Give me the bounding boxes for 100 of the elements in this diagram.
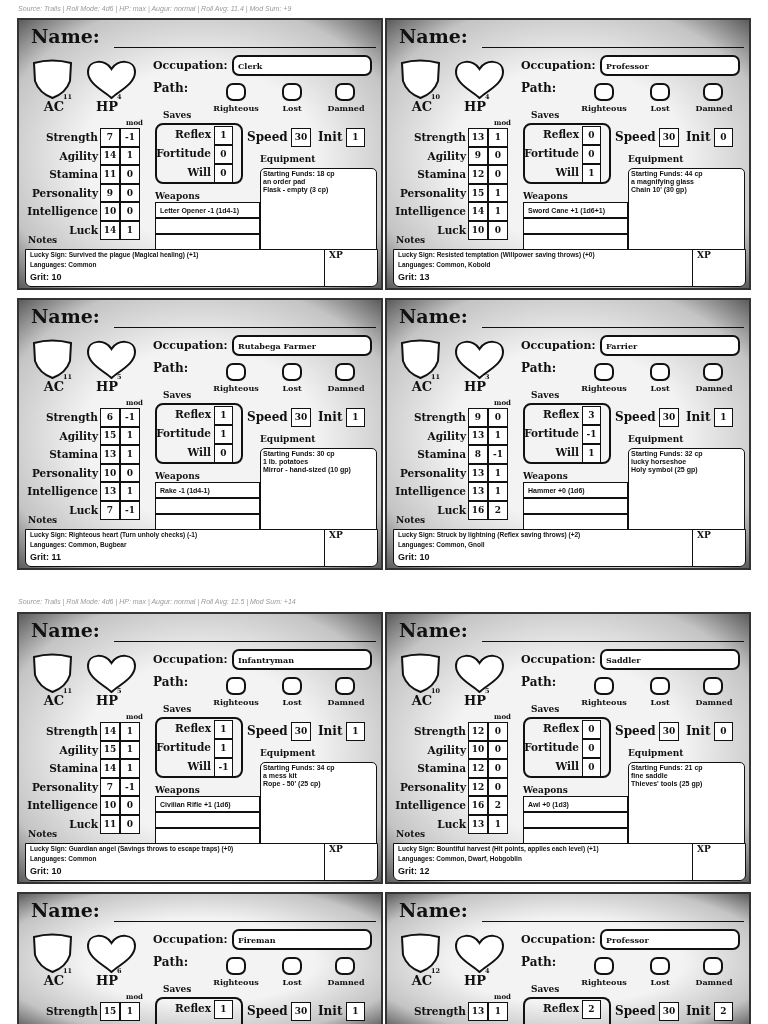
ability-label: Stamina xyxy=(49,169,98,180)
section-heading: Notes xyxy=(396,516,426,525)
grit-text: Grit: 10 xyxy=(30,867,62,876)
xp-label: XP xyxy=(329,531,343,540)
path-label: Path: xyxy=(521,676,557,688)
section-heading: Saves xyxy=(163,111,192,120)
speed-label: Speed xyxy=(615,1005,656,1017)
initiative-label: Init xyxy=(686,131,711,143)
ability-label: Stamina xyxy=(49,763,98,774)
grit-text: Grit: 12 xyxy=(398,867,430,876)
section-heading: Saves xyxy=(531,705,560,714)
section-heading: Equipment xyxy=(628,749,684,758)
initiative-field: 1 xyxy=(346,722,365,741)
occupation-label: Occupation: xyxy=(153,654,228,665)
occupation-label: Occupation: xyxy=(521,934,596,945)
hit-points-label: HP xyxy=(463,974,487,987)
save-label: Reflex xyxy=(175,1003,211,1014)
path-option-label: Righteous xyxy=(581,698,627,706)
path-option-label: Damned xyxy=(695,384,733,392)
ability-label: Agility xyxy=(59,150,98,162)
save-label: Will xyxy=(555,761,579,772)
path-option-label: Lost xyxy=(650,978,670,986)
initiative-label: Init xyxy=(686,411,711,423)
armor-class-label: AC xyxy=(43,100,65,113)
ability-modifier-field: 1 xyxy=(488,482,508,501)
ability-modifier-field: 1 xyxy=(120,221,140,240)
grit-text: Grit: 10 xyxy=(30,273,62,282)
xp-label: XP xyxy=(697,845,711,854)
ability-label: Strength xyxy=(413,412,466,423)
occupation-label: Occupation: xyxy=(153,340,228,351)
save-label: Fortitude xyxy=(156,742,211,753)
save-field: 1 xyxy=(214,126,233,145)
section-heading: Equipment xyxy=(628,435,684,444)
ability-label: Strength xyxy=(45,412,98,423)
initiative-field: 1 xyxy=(714,408,733,427)
armor-class-label: AC xyxy=(411,380,433,393)
ability-modifier-field: 0 xyxy=(488,165,508,184)
armor-class-label: AC xyxy=(43,694,65,707)
path-option-label: Righteous xyxy=(213,698,259,706)
ability-score-field: 10 xyxy=(100,202,120,221)
speed-field: 30 xyxy=(291,128,311,147)
ability-label: Luck xyxy=(69,225,98,236)
ability-modifier-field: 0 xyxy=(488,221,508,240)
occupation-label: Occupation: xyxy=(521,340,596,351)
speed-field: 30 xyxy=(291,408,311,427)
save-label: Will xyxy=(555,167,579,178)
ability-modifier-field: 1 xyxy=(120,759,140,778)
path-option-label: Lost xyxy=(282,978,302,986)
hit-points-label: HP xyxy=(95,974,119,987)
ability-score-field: 12 xyxy=(468,165,488,184)
occupation-field: Infantryman xyxy=(232,649,372,670)
path-option-label: Damned xyxy=(695,104,733,112)
section-heading: Notes xyxy=(396,830,426,839)
path-option-label: Damned xyxy=(695,698,733,706)
save-label: Reflex xyxy=(543,129,579,140)
section-heading: Saves xyxy=(531,985,560,994)
section-heading: Weapons xyxy=(523,786,568,795)
initiative-field: 2 xyxy=(714,1002,733,1021)
ability-score-field: 12 xyxy=(468,759,488,778)
save-label: Reflex xyxy=(175,409,211,420)
initiative-field: 1 xyxy=(346,128,365,147)
ability-modifier-field: 1 xyxy=(488,1002,508,1021)
speed-field: 30 xyxy=(659,722,679,741)
section-heading: Saves xyxy=(531,111,560,120)
save-label: Will xyxy=(187,167,211,178)
section-heading: Saves xyxy=(531,391,560,400)
ability-label: Agility xyxy=(59,430,98,442)
save-field: 1 xyxy=(582,164,601,183)
path-label: Path: xyxy=(521,362,557,374)
section-heading: Weapons xyxy=(155,786,200,795)
ability-score-field: 16 xyxy=(468,501,488,520)
occupation-label: Occupation: xyxy=(521,654,596,665)
name-label: Name: xyxy=(399,27,468,46)
name-label: Name: xyxy=(399,901,468,920)
armor-class-label: AC xyxy=(43,974,65,987)
section-heading: Notes xyxy=(28,516,58,525)
save-label: Reflex xyxy=(543,1003,579,1014)
speed-label: Speed xyxy=(615,411,656,423)
ability-score-field: 11 xyxy=(100,815,120,834)
ability-label: Agility xyxy=(59,744,98,756)
section-heading: Equipment xyxy=(260,435,316,444)
armor-class-label: AC xyxy=(43,380,65,393)
ability-score-field: 9 xyxy=(468,408,488,427)
path-label: Path: xyxy=(153,676,189,688)
ability-score-field: 8 xyxy=(468,445,488,464)
ability-score-field: 13 xyxy=(468,1002,488,1021)
ability-modifier-field: 0 xyxy=(120,815,140,834)
save-field: 0 xyxy=(582,126,601,145)
ability-modifier-field: 2 xyxy=(488,796,508,815)
ability-score-field: 10 xyxy=(100,796,120,815)
path-option-label: Lost xyxy=(282,104,302,112)
ability-score-field: 7 xyxy=(100,128,120,147)
ability-score-field: 6 xyxy=(100,408,120,427)
section-heading: Weapons xyxy=(155,192,200,201)
occupation-field: Fireman xyxy=(232,929,372,950)
save-field: 3 xyxy=(582,406,601,425)
occupation-field: Clerk xyxy=(232,55,372,76)
path-label: Path: xyxy=(153,362,189,374)
ability-label: Luck xyxy=(437,225,466,236)
ability-label: Strength xyxy=(45,1006,98,1017)
